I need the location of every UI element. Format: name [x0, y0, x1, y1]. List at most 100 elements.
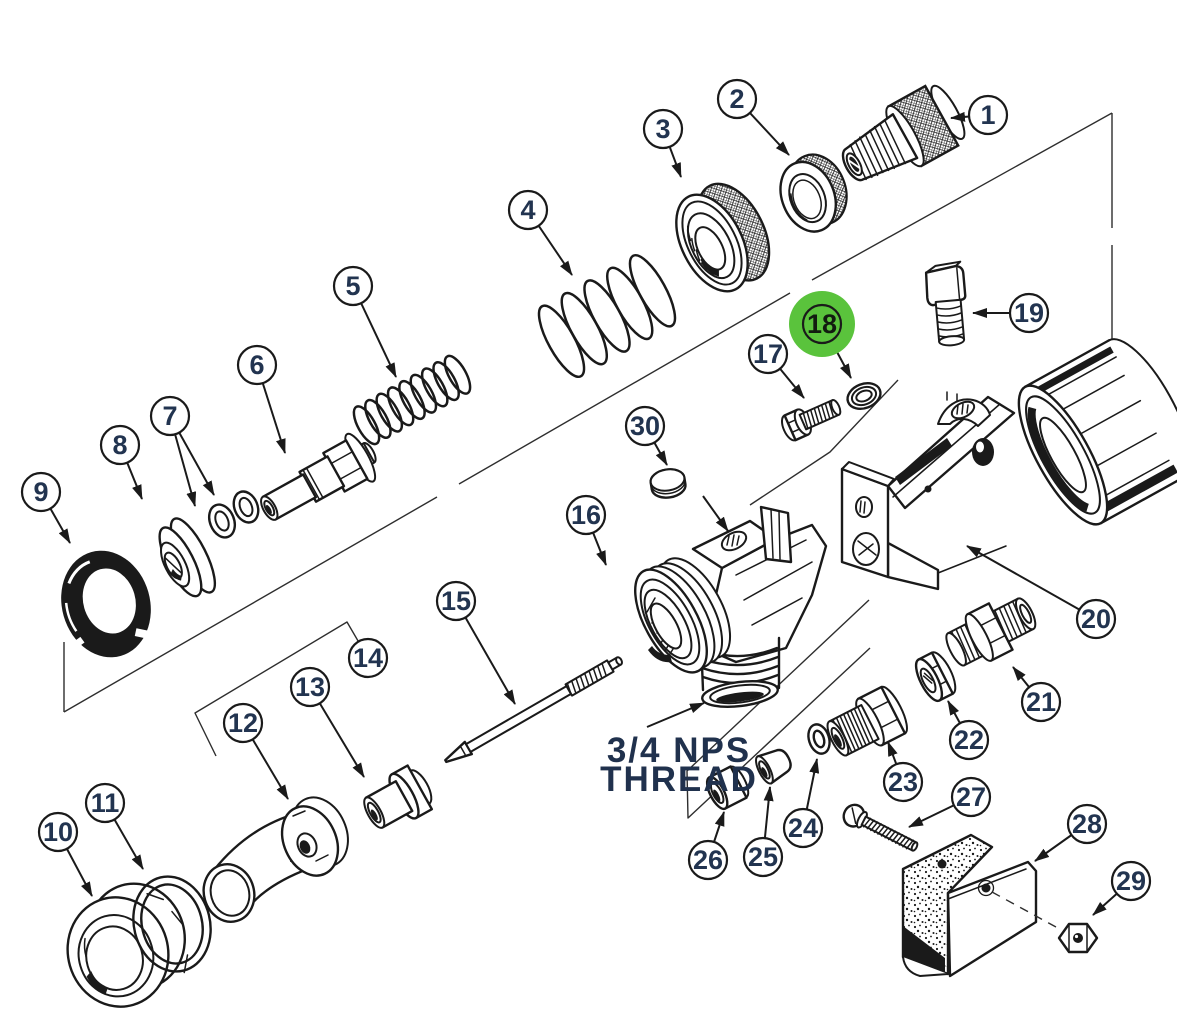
callouts: 1 2 3 4 5 6 7 8 9 10 11 12 13 14 15 16 1… [20, 78, 1152, 902]
part-16-illustration [634, 505, 828, 708]
callout-5[interactable]: 5 [332, 265, 374, 307]
part-17-illustration [780, 398, 842, 442]
part-24-illustration [807, 723, 831, 755]
highlight-ring [789, 291, 855, 357]
callout-28[interactable]: 28 [1066, 803, 1108, 845]
svg-text:12: 12 [228, 708, 258, 738]
part-5-illustration [352, 354, 472, 446]
part-18-illustration [846, 382, 882, 410]
leader-20 [966, 545, 1097, 620]
bracket-14-line [194, 621, 369, 757]
svg-text:15: 15 [441, 586, 471, 616]
svg-text:22: 22 [954, 725, 984, 755]
thread-label-line1: 3/4 NPS [607, 731, 751, 770]
callout-6[interactable]: 6 [236, 344, 278, 386]
callout-21[interactable]: 21 [1020, 681, 1062, 723]
callout-10[interactable]: 10 [37, 811, 79, 853]
svg-text:4: 4 [520, 195, 535, 225]
callout-2[interactable]: 2 [716, 78, 758, 120]
callout-26[interactable]: 26 [687, 839, 729, 881]
svg-text:9: 9 [33, 477, 48, 507]
callout-1[interactable]: 1 [967, 94, 1009, 136]
part-19-illustration [924, 260, 967, 347]
svg-text:28: 28 [1072, 809, 1102, 839]
part-20-illustration [840, 338, 1177, 591]
svg-text:10: 10 [43, 817, 73, 847]
callout-15[interactable]: 15 [435, 580, 477, 622]
part-15-illustration [444, 656, 623, 764]
svg-text:21: 21 [1026, 687, 1056, 717]
thread-annotation: 3/4 NPS THREAD [600, 731, 758, 799]
part-7-illustration [207, 490, 260, 539]
callout-22[interactable]: 22 [948, 719, 990, 761]
svg-text:7: 7 [162, 401, 177, 431]
part-13-illustration [363, 764, 434, 829]
thread-label-line2: THREAD [600, 760, 758, 799]
axis-line [63, 112, 1113, 713]
alignment-dashed-line [991, 891, 1057, 928]
part-22-illustration [914, 651, 957, 703]
callout-12[interactable]: 12 [222, 702, 264, 744]
svg-text:17: 17 [753, 339, 783, 369]
part-3-illustration [675, 182, 771, 293]
svg-text:30: 30 [630, 411, 660, 441]
part-9-illustration [61, 550, 151, 658]
svg-text:6: 6 [249, 350, 264, 380]
part-26-illustration [705, 765, 750, 811]
callout-23[interactable]: 23 [882, 761, 924, 803]
parts [61, 84, 1177, 1008]
callout-8[interactable]: 8 [99, 424, 141, 466]
part-27-illustration [842, 803, 919, 852]
svg-text:24: 24 [788, 813, 818, 843]
callout-16[interactable]: 16 [565, 494, 607, 536]
part-8-illustration [158, 517, 217, 598]
svg-text:3: 3 [655, 114, 670, 144]
callout-20[interactable]: 20 [1075, 598, 1117, 640]
part-11-illustration [132, 875, 212, 973]
callout-11[interactable]: 11 [84, 782, 126, 824]
callout-9[interactable]: 9 [20, 471, 62, 513]
callout-19[interactable]: 19 [1008, 292, 1050, 334]
part-21-illustration [945, 597, 1037, 667]
part-30-illustration [649, 468, 687, 499]
svg-text:1: 1 [980, 100, 995, 130]
svg-text:20: 20 [1081, 604, 1111, 634]
callout-3[interactable]: 3 [642, 108, 684, 150]
svg-text:14: 14 [353, 643, 383, 673]
callout-13[interactable]: 13 [289, 666, 331, 708]
callout-29[interactable]: 29 [1110, 860, 1152, 902]
callout-4[interactable]: 4 [507, 189, 549, 231]
callout-27[interactable]: 27 [950, 776, 992, 818]
part-12-illustration [202, 796, 349, 923]
callout-24[interactable]: 24 [782, 807, 824, 849]
svg-text:8: 8 [112, 430, 127, 460]
construction-lines [63, 112, 1113, 819]
svg-text:26: 26 [693, 845, 723, 875]
callout-17[interactable]: 17 [747, 333, 789, 375]
svg-text:5: 5 [345, 271, 360, 301]
part-25-illustration [755, 748, 792, 785]
leader-30b [702, 495, 729, 532]
svg-text:29: 29 [1116, 866, 1146, 896]
callout-14[interactable]: 14 [347, 637, 389, 679]
part-2-illustration [779, 153, 848, 233]
callout-25[interactable]: 25 [742, 836, 784, 878]
svg-text:25: 25 [748, 842, 778, 872]
callout-18-highlighted[interactable]: 18 [789, 291, 855, 357]
svg-text:13: 13 [295, 672, 325, 702]
part-28-illustration [901, 833, 1057, 978]
part-29-illustration [1057, 922, 1099, 954]
callout-30[interactable]: 30 [624, 405, 666, 447]
svg-text:23: 23 [888, 767, 918, 797]
svg-text:27: 27 [956, 782, 986, 812]
svg-text:2: 2 [729, 84, 744, 114]
part-6-illustration [260, 432, 377, 521]
part-10-illustration [66, 882, 189, 1008]
svg-text:11: 11 [91, 788, 120, 818]
svg-text:19: 19 [1014, 298, 1044, 328]
leader-nps-thread [646, 702, 705, 728]
svg-text:18: 18 [807, 309, 837, 339]
callout-7[interactable]: 7 [149, 395, 191, 437]
